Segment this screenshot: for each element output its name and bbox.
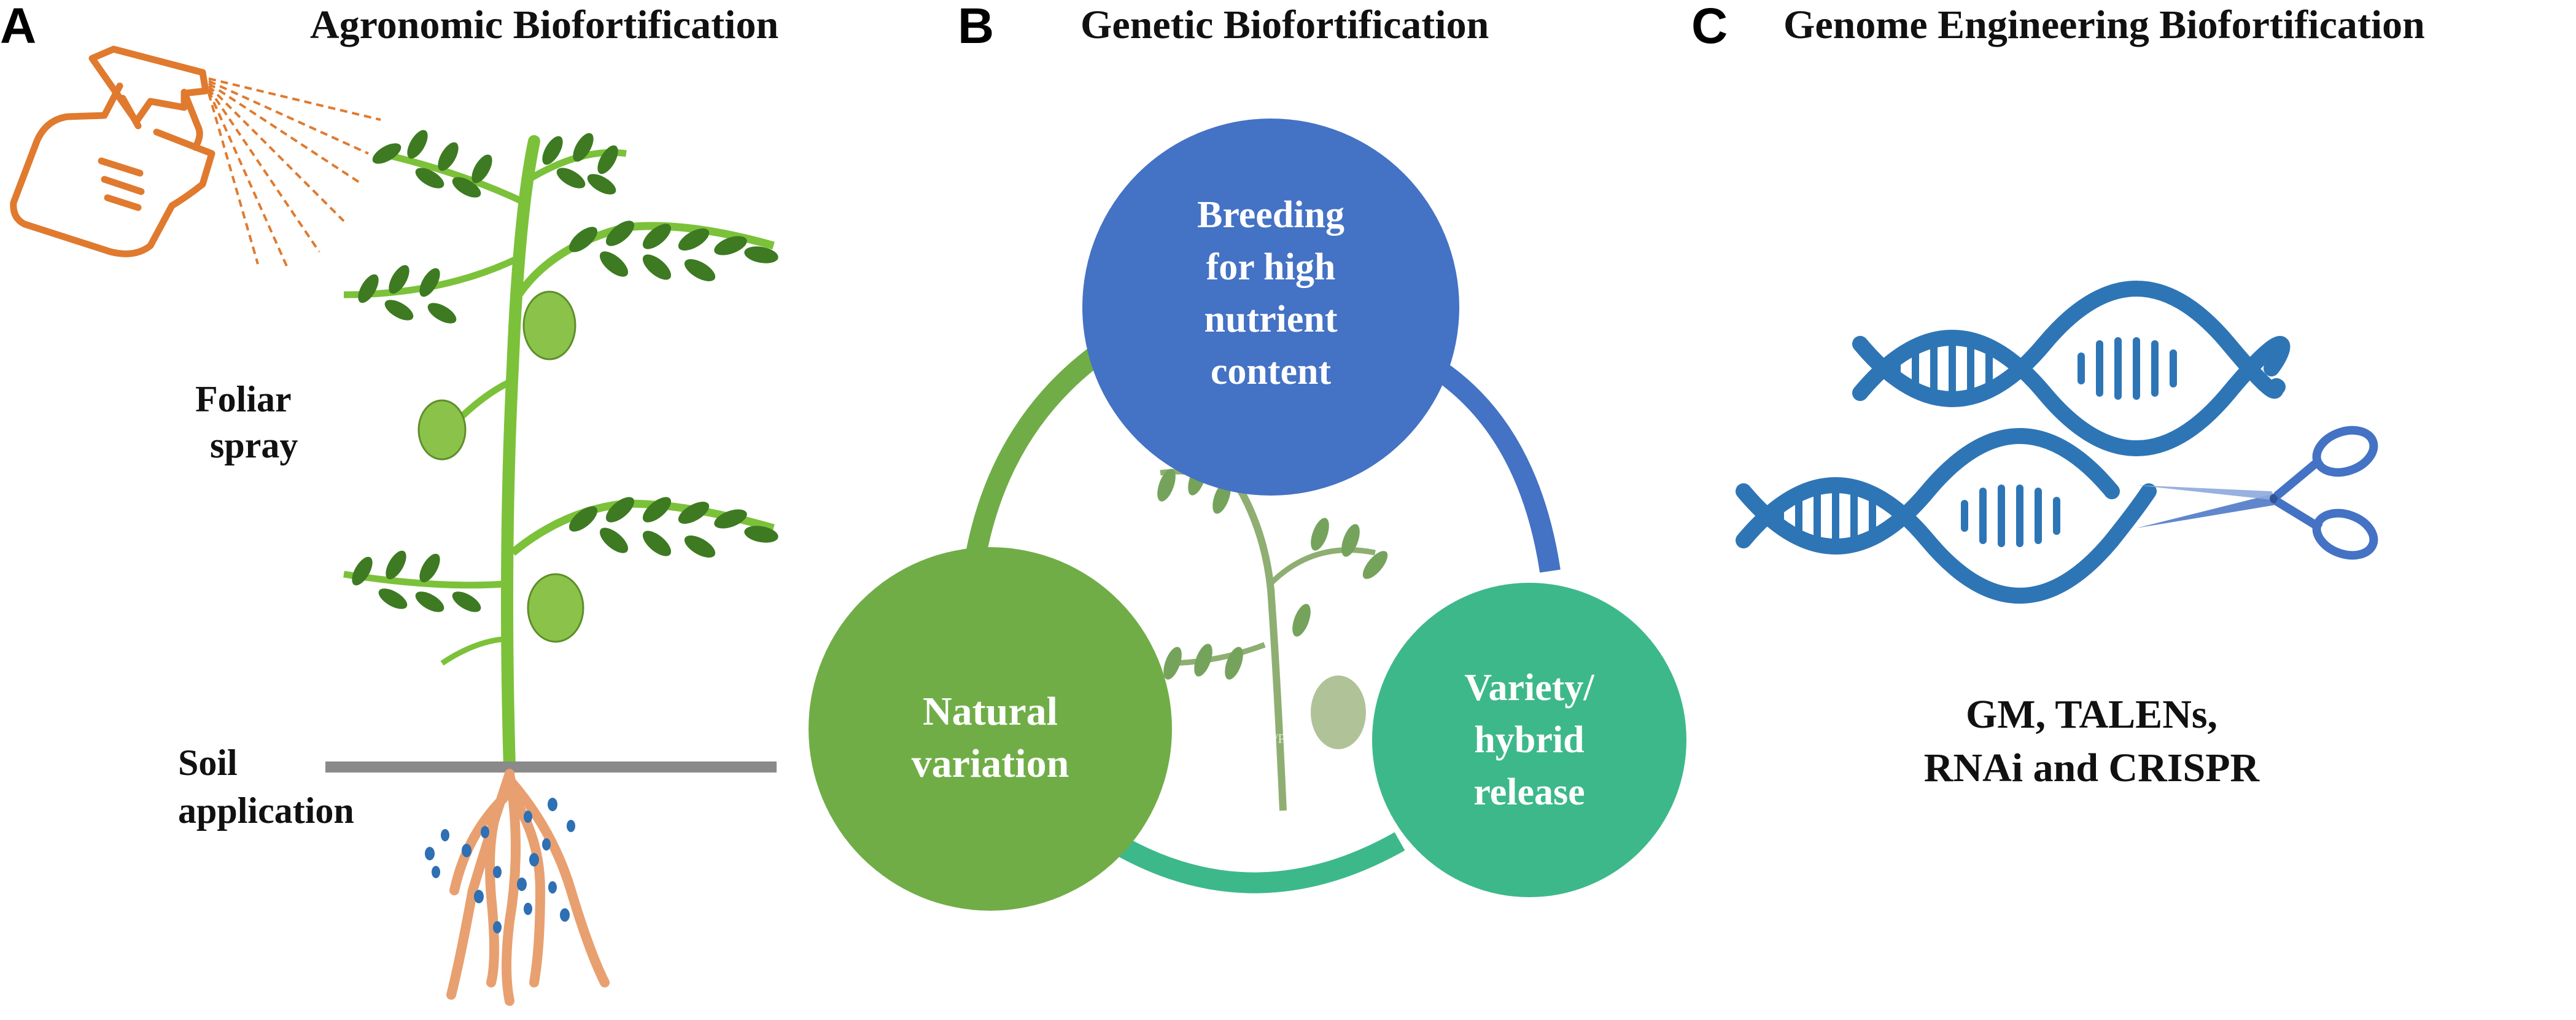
panel-a: A Agronomic Biofortification bbox=[0, 0, 778, 1006]
panel-a-title: Agronomic Biofortification bbox=[310, 2, 778, 47]
soil-label-line1: Soil bbox=[178, 742, 238, 783]
faint-overlay-text: Seed/Pollen bbox=[1247, 731, 1312, 746]
circle-natural-line2: variation bbox=[912, 741, 1069, 786]
methods-line2: RNAi and CRISPR bbox=[1924, 746, 2260, 790]
circle-breeding-line3: nutrient bbox=[1205, 298, 1338, 340]
circle-variety-line1: Variety/ bbox=[1464, 667, 1594, 709]
cycle-ring bbox=[963, 345, 1561, 893]
circle-natural-line1: Natural bbox=[923, 689, 1058, 734]
panel-b: B Genetic Biofortification bbox=[809, 0, 1686, 911]
circle-variety-line2: hybrid bbox=[1474, 719, 1584, 761]
panel-c-title: Genome Engineering Biofortification bbox=[1783, 2, 2425, 47]
circle-variety-line3: release bbox=[1473, 771, 1585, 813]
panel-a-letter: A bbox=[0, 0, 36, 54]
spray-bottle-icon bbox=[10, 45, 215, 257]
soil-label-line2: application bbox=[178, 790, 354, 831]
panel-b-title: Genetic Biofortification bbox=[1080, 2, 1489, 47]
panel-c: C Genome Engineering Biofortification bbox=[1691, 0, 2425, 790]
circle-breeding-line4: content bbox=[1211, 351, 1332, 392]
panel-b-letter: B bbox=[958, 0, 994, 54]
circle-breeding: Breeding for high nutrient content bbox=[1082, 119, 1459, 496]
spray-mist-icon bbox=[208, 77, 381, 271]
chickpea-plant-icon bbox=[1157, 462, 1388, 811]
panel-c-letter: C bbox=[1691, 0, 1728, 54]
roots-icon bbox=[446, 769, 610, 1006]
chickpea-plant-icon bbox=[343, 130, 778, 774]
soil-line bbox=[325, 761, 777, 773]
circle-breeding-line1: Breeding bbox=[1197, 194, 1344, 236]
dna-helix-icon bbox=[1852, 281, 2291, 456]
circle-variety-release: Variety/ hybrid release bbox=[1372, 583, 1686, 897]
methods-line1: GM, TALENs, bbox=[1966, 692, 2217, 737]
circle-breeding-line2: for high bbox=[1206, 246, 1336, 288]
circle-natural-variation: Natural variation bbox=[809, 547, 1172, 911]
foliar-label-line2: spray bbox=[210, 425, 298, 465]
scissors-icon bbox=[2136, 426, 2378, 560]
nutrient-droplets-icon bbox=[425, 798, 575, 933]
foliar-label-line1: Foliar bbox=[195, 379, 292, 419]
dna-helix-icon bbox=[1736, 428, 2157, 604]
